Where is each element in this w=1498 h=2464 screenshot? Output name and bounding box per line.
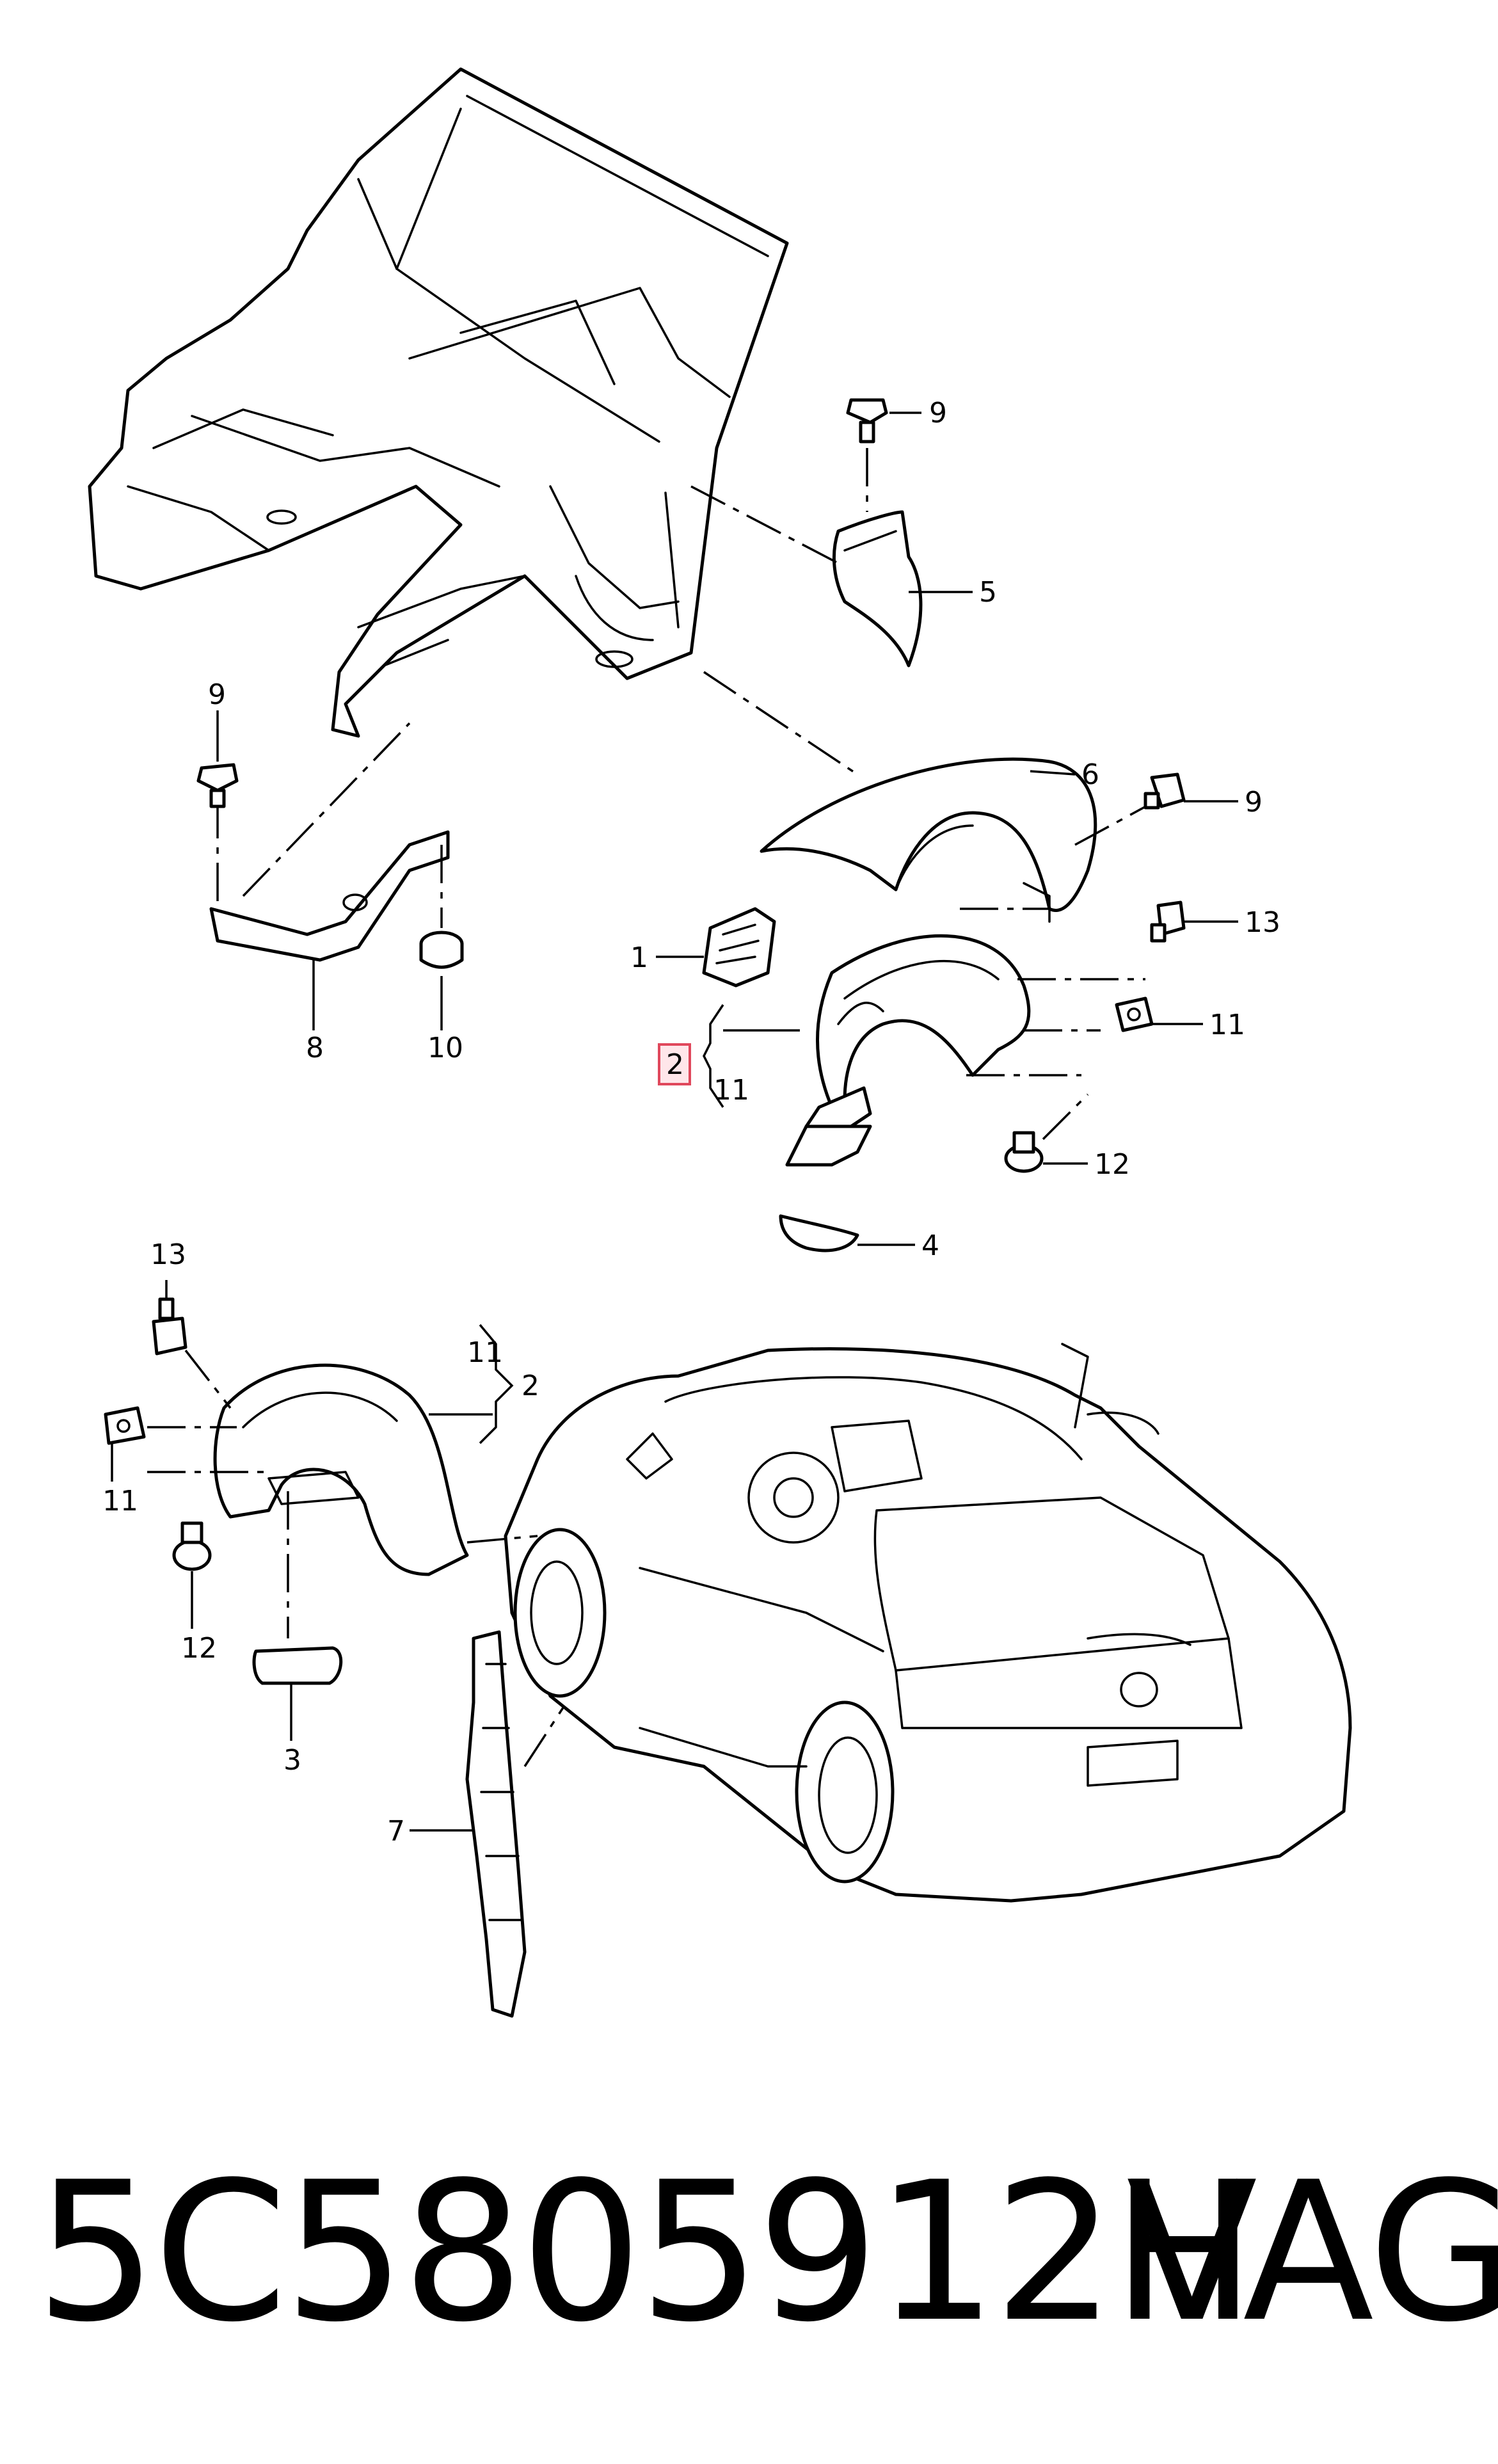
part-3-trim [252, 1646, 343, 1685]
nut-11-lower [104, 1406, 146, 1445]
part-4-trim [779, 1214, 859, 1252]
part-7-seal [465, 1630, 527, 2018]
callout-5: 5 [979, 576, 997, 609]
grommet-10 [419, 931, 464, 969]
front-body-structure [88, 67, 789, 738]
callout-11-lower: 11 [102, 1485, 138, 1517]
screw-9-left [196, 763, 239, 808]
callout-2-main: 2 [666, 1048, 684, 1081]
screw-12-right [1004, 1131, 1044, 1173]
part-6-arch [760, 757, 1097, 923]
callout-9-top: 9 [929, 397, 947, 429]
brand-label: VAG [1126, 2141, 1498, 2364]
callout-12-lower: 12 [181, 1632, 217, 1665]
callout-8: 8 [306, 1032, 324, 1064]
screw-9-top [846, 398, 888, 444]
callout-2-highlight [658, 1043, 691, 1085]
callout-7: 7 [387, 1815, 405, 1848]
part-8-bracket [209, 830, 450, 962]
clip-13-right [1150, 900, 1186, 943]
callout-10: 10 [427, 1032, 463, 1064]
clip-9-right [1143, 772, 1186, 810]
callout-13-right: 13 [1245, 906, 1280, 939]
part-2-wheelhouse-liner [785, 934, 1031, 1167]
callout-3: 3 [283, 1744, 301, 1777]
callout-11-brace: 11 [713, 1074, 749, 1107]
callout-4: 4 [921, 1229, 939, 1262]
callout-1: 1 [630, 941, 648, 974]
part-1-grille [702, 907, 776, 988]
nut-11-right [1115, 996, 1154, 1032]
clip-13-lower [152, 1297, 187, 1356]
parts-exploded-diagram: 9 5 6 9 13 11 12 4 1 2 11 9 8 10 13 11 1… [88, 67, 1352, 2018]
callout-9-right: 9 [1245, 786, 1263, 819]
part-number-label: 5C5805912H [35, 2141, 1256, 2364]
callout-12-right: 12 [1094, 1148, 1130, 1181]
callout-2-lower: 2 [522, 1370, 539, 1402]
callout-6: 6 [1081, 758, 1099, 791]
callout-11-lower-brace: 11 [467, 1336, 503, 1369]
part-5-panel [833, 510, 923, 668]
lower-wheelhouse-liner [213, 1363, 469, 1576]
callout-11-right: 11 [1209, 1009, 1245, 1041]
screw-12-lower [172, 1521, 212, 1571]
callout-9-left: 9 [208, 678, 226, 711]
convertible-car [504, 1343, 1352, 1903]
leader-lines [111, 412, 1238, 1832]
callout-13-lower: 13 [150, 1238, 186, 1271]
